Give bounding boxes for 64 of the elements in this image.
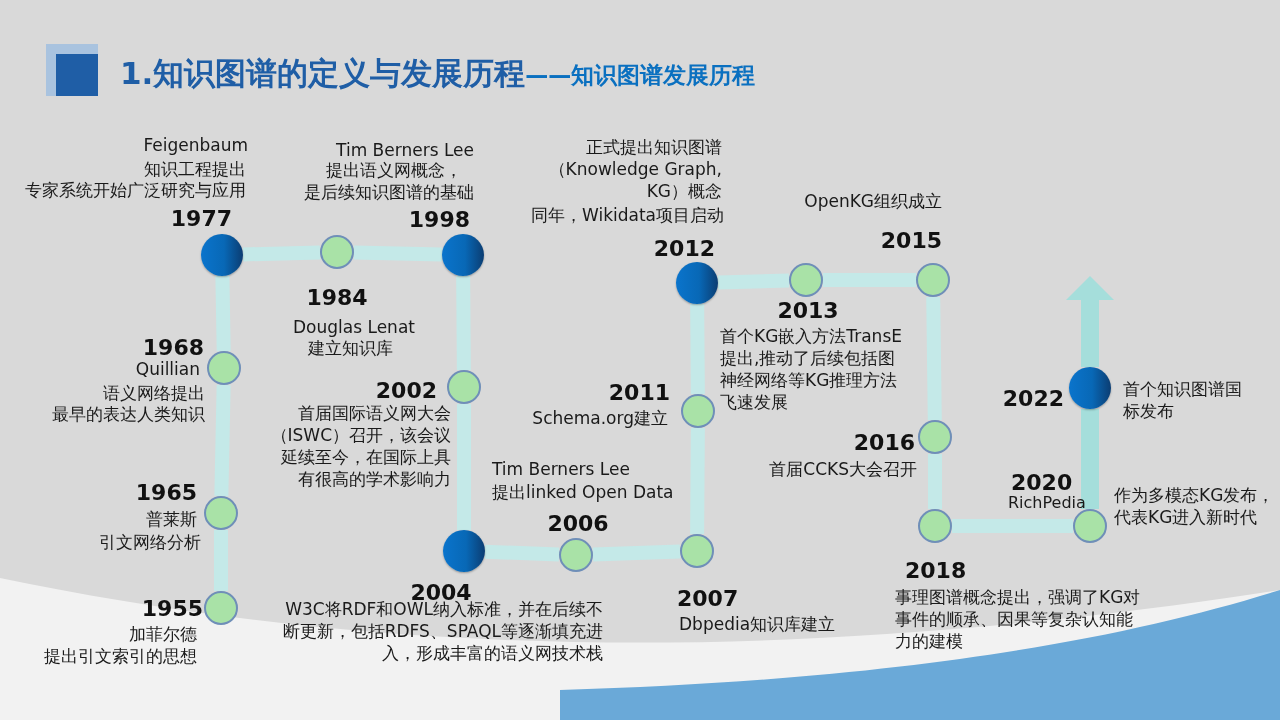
event-text: 专家系统开始广泛研究与应用 (25, 179, 246, 201)
arrow (1066, 276, 1114, 367)
year-label: 1965 (135, 480, 197, 506)
year-label: 2016 (853, 430, 915, 456)
event-text: Dbpedia知识库建立 (679, 613, 836, 635)
event-text: 提出linked Open Data (492, 481, 674, 503)
title: 1.知识图谱的定义与发展历程 (120, 54, 526, 93)
event-text: Tim Berners Lee (492, 458, 630, 480)
event-text: Schema.org建立 (532, 407, 668, 429)
year-label: 1968 (142, 335, 204, 361)
event-text: 建立知识库 (307, 337, 393, 359)
year-label: 1998 (408, 207, 470, 233)
year-label: 2013 (777, 298, 839, 324)
year-label: 1984 (306, 285, 368, 311)
event-text: 首个KG嵌入方法TransE提出,推动了后续包括图神经网络等KG推理方法飞速发展 (720, 325, 903, 413)
year-label: 2002 (375, 378, 437, 404)
event-text: Tim Berners Lee (336, 139, 474, 161)
event-text: 首届CCKS大会召开 (769, 458, 917, 480)
connector-line (928, 454, 942, 509)
year-label: 2022 (1002, 386, 1064, 412)
subtitle: ——知识图谱发展历程 (525, 61, 756, 90)
event-text: 知识工程提出 (144, 158, 246, 180)
connector-line (484, 544, 560, 562)
connector-line (592, 544, 681, 562)
connector-line (457, 404, 471, 530)
year-label: 2007 (677, 586, 739, 612)
connector-line (690, 303, 705, 395)
event-text: 引文网络分析 (99, 531, 201, 553)
event-text: 最早的表达人类知识 (52, 403, 205, 425)
event-text: Quillian (135, 358, 200, 380)
connector-line (456, 275, 471, 371)
event-text: 事理图谱概念提出，强调了KG对事件的顺承、因果等复杂认知能力的建模 (895, 586, 1141, 652)
year-label: 2011 (608, 380, 670, 406)
event-text: 提出语义网概念， (326, 159, 462, 181)
event-text: 作为多模态KG发布，代表KG进入新时代 (1114, 484, 1276, 528)
connector-line (214, 530, 228, 591)
year-label: 2006 (547, 511, 609, 537)
event-text: 普莱斯 (146, 508, 197, 530)
connector-line (823, 273, 916, 287)
year-label: 2012 (653, 236, 715, 262)
connector-line (242, 245, 321, 262)
year-label: 1977 (170, 206, 232, 232)
event-text: 首个知识图谱国标发布 (1123, 378, 1243, 422)
event-text: 语义网络提出 (103, 382, 205, 404)
connector-line (926, 296, 942, 421)
event-text: 提出引文索引的思想 (44, 645, 197, 667)
event-text: Feigenbaum (143, 134, 248, 156)
connector-line (1081, 409, 1099, 509)
event-text: 首届国际语义网大会（ISWC）召开，该会议延续至今，在国际上具有很高的学术影响力 (269, 402, 451, 490)
event-text: 正式提出知识图谱（Knowledge Graph, KG）概念 (547, 136, 722, 202)
event-text: 加菲尔德 (129, 623, 197, 645)
event-text: 是后续知识图谱的基础 (304, 181, 474, 203)
connector-line (214, 384, 231, 497)
connector-line (215, 275, 231, 352)
connector-line (690, 427, 705, 535)
event-text: Douglas Lenat (293, 316, 415, 338)
year-label: 2018 (905, 558, 967, 584)
event-text: 同年，Wikidata项目启动 (530, 204, 724, 226)
connector-line (952, 519, 1073, 533)
year-label: 1955 (141, 596, 203, 622)
connector-line (353, 245, 443, 262)
connector-line (717, 273, 790, 290)
year-label: 2015 (880, 228, 942, 254)
event-text: OpenKG组织成立 (804, 190, 942, 212)
